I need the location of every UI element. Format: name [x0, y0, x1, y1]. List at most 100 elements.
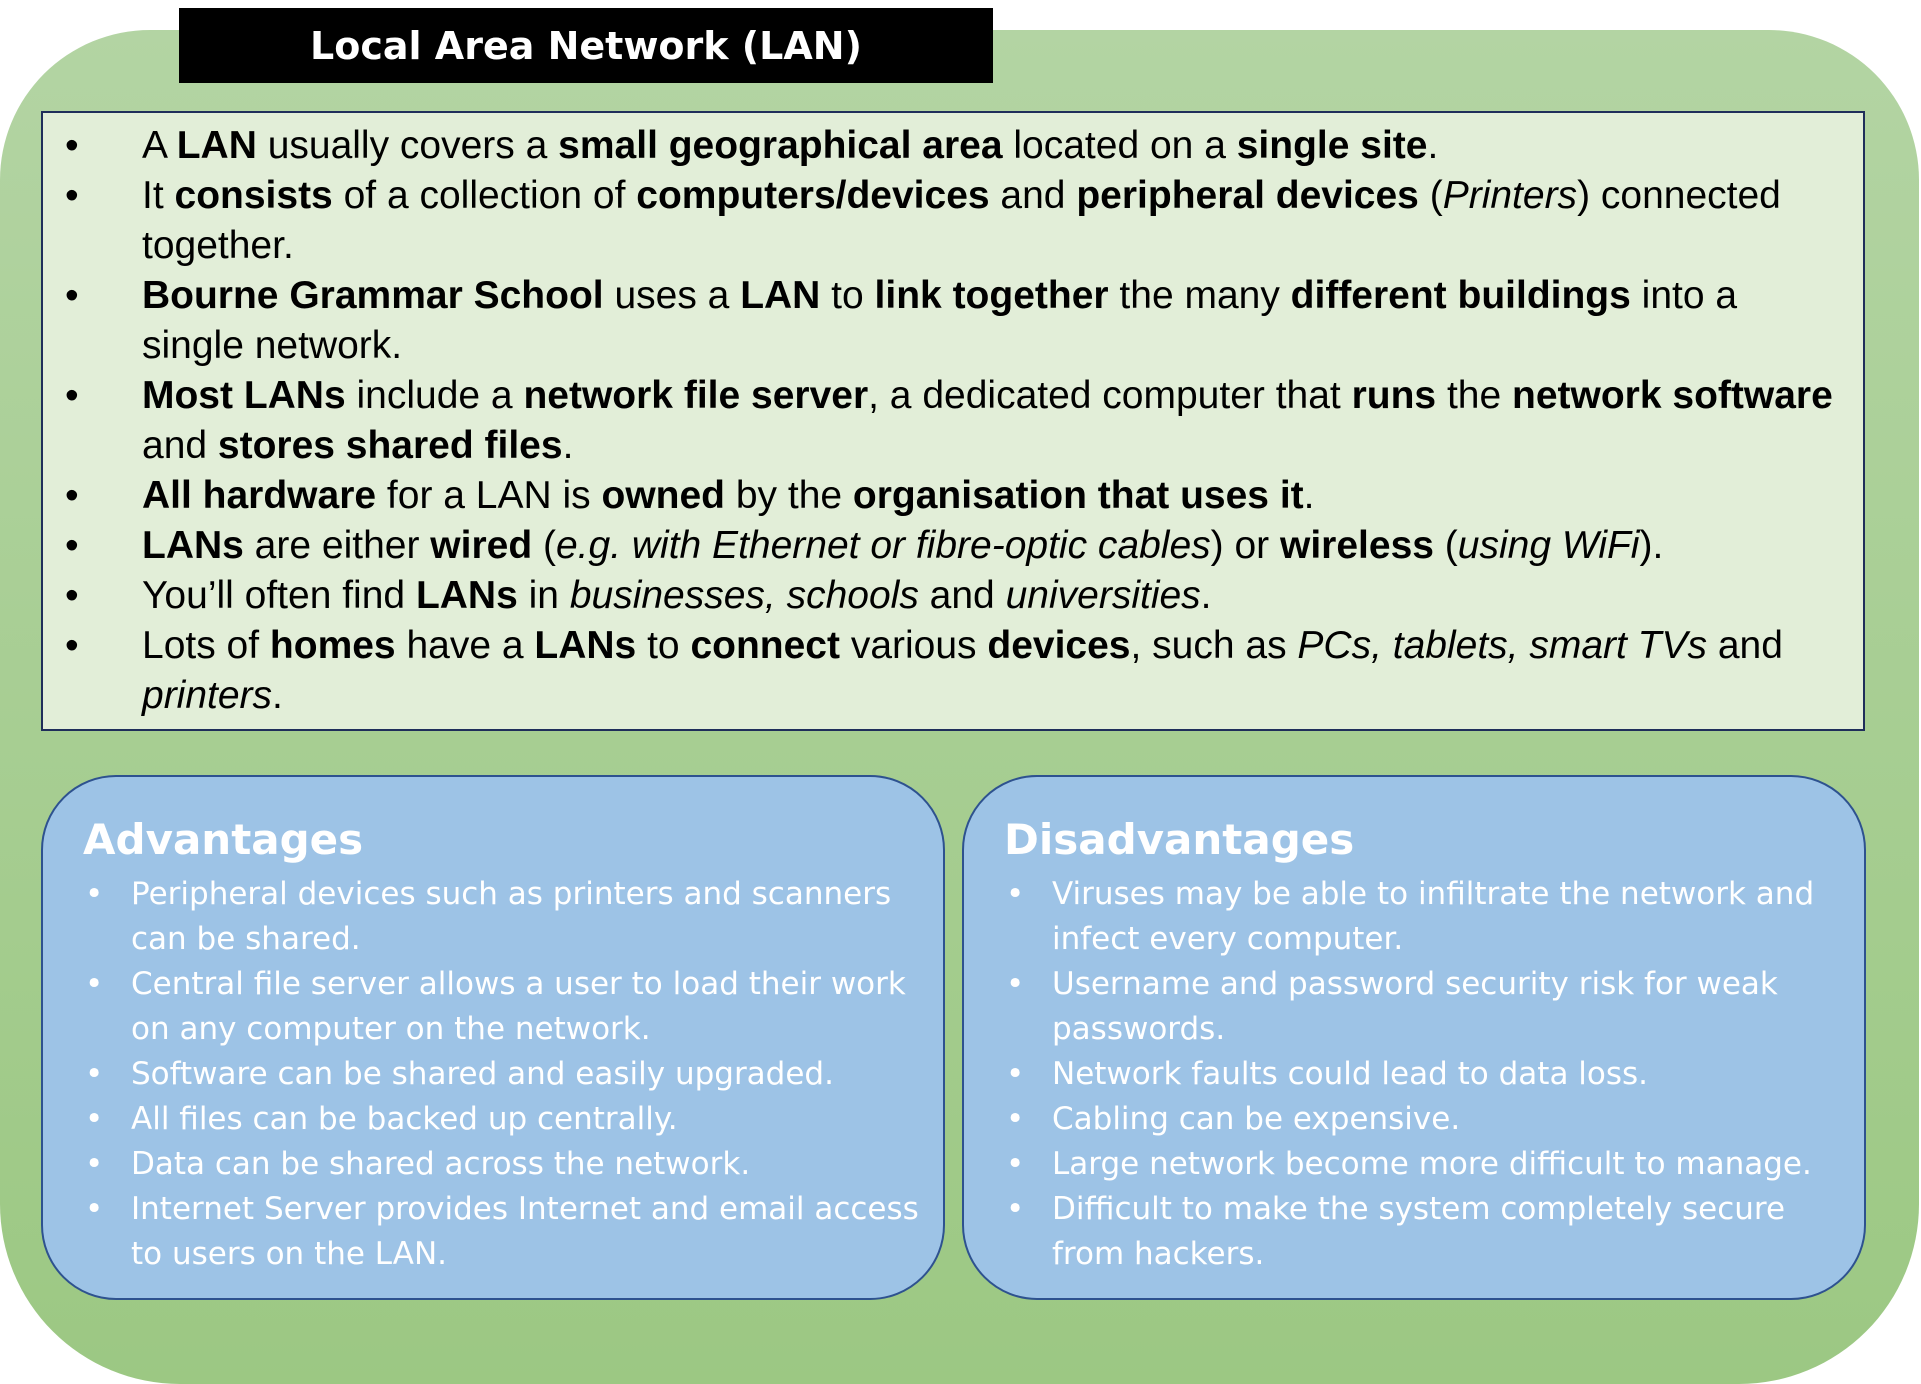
- disadvantages-item: •Network faults could lead to data loss.: [1004, 1052, 1844, 1097]
- info-list-item: •All hardware for a LAN is owned by the …: [57, 471, 1843, 521]
- info-text-run: (: [532, 524, 556, 567]
- info-text-run: computers/devices: [636, 174, 990, 217]
- info-list-item: • Most LANs include a network file server…: [57, 371, 1843, 471]
- slide-title: Local Area Network (LAN): [179, 8, 993, 83]
- info-text-run: in: [517, 574, 570, 617]
- bullet-icon: •: [85, 1146, 104, 1182]
- info-text-run: ).: [1639, 524, 1664, 567]
- bullet-icon: •: [65, 174, 79, 217]
- advantages-item: • Internet Server provides Internet and e…: [83, 1187, 923, 1277]
- info-text-run: LANs: [142, 524, 244, 567]
- info-text-run: Lots of: [142, 624, 270, 667]
- info-list-item: •It consists of a collection of computer…: [57, 171, 1843, 271]
- info-text-run: network file server: [523, 374, 869, 417]
- info-text-run: .: [272, 674, 283, 717]
- disadvantages-panel: Disadvantages •Viruses may be able to in…: [962, 775, 1866, 1300]
- info-list-item: •Lots of homes have a LANs to connect va…: [57, 621, 1843, 721]
- info-text-run: uses a: [603, 274, 741, 317]
- advantages-item-text: Peripheral devices such as printers and …: [131, 876, 892, 957]
- info-text-run: include a: [345, 374, 524, 417]
- advantages-item: • Central file server allows a user to lo…: [83, 962, 923, 1052]
- bullet-icon: •: [1006, 1146, 1025, 1182]
- info-text-run: (: [1418, 174, 1443, 217]
- info-text-run: for a LAN is: [376, 474, 602, 517]
- disadvantages-item-text: Cabling can be expensive.: [1052, 1101, 1461, 1137]
- info-text-run: into a single network.: [142, 274, 1738, 367]
- disadvantages-item-text: Large network become more difficult to m…: [1052, 1146, 1812, 1182]
- bullet-icon: •: [65, 574, 79, 617]
- info-text-run: e.g. with Ethernet or fibre-optic cables: [555, 524, 1211, 567]
- advantages-item-text: Internet Server provides Internet and em…: [131, 1191, 919, 1272]
- bullet-icon: •: [65, 124, 79, 167]
- info-text-run: connect: [690, 624, 840, 667]
- info-text-run: network software: [1512, 374, 1833, 417]
- info-text-run: to: [636, 624, 691, 667]
- info-text-run: small geographical area: [558, 124, 1003, 167]
- info-text-run: to: [820, 274, 875, 317]
- info-text-run: wired: [430, 524, 533, 567]
- info-text-run: by the: [725, 474, 853, 517]
- info-text-run: are either: [243, 524, 431, 567]
- disadvantages-item-text: Network faults could lead to data loss.: [1052, 1056, 1649, 1092]
- advantages-heading: Advantages: [83, 815, 364, 864]
- disadvantages-list: •Viruses may be able to infiltrate the n…: [1004, 872, 1844, 1277]
- info-text-run: and: [142, 424, 218, 467]
- bullet-icon: •: [65, 374, 79, 417]
- disadvantages-item: •Difficult to make the system completely…: [1004, 1187, 1844, 1277]
- disadvantages-item-text: Username and password security risk for …: [1052, 966, 1778, 1047]
- info-text-run: ) connected together.: [142, 174, 1781, 267]
- info-text-run: the: [1436, 374, 1513, 417]
- info-text-run: peripheral devices: [1076, 174, 1419, 217]
- info-text-run: LANs: [534, 624, 637, 667]
- info-text-run: different buildings: [1290, 274, 1631, 317]
- info-text-run: owned: [601, 474, 726, 517]
- info-text-run: using WiFi: [1457, 524, 1640, 567]
- info-text-run: the many: [1108, 274, 1291, 317]
- info-list-item: •A LAN usually covers a small geographic…: [57, 121, 1843, 171]
- bullet-icon: •: [85, 1191, 104, 1227]
- bullet-icon: •: [65, 274, 79, 317]
- info-text-run: .: [1200, 574, 1212, 617]
- info-text-run: and: [918, 574, 1006, 617]
- advantages-item: • All files can be backed up centrally.: [83, 1097, 923, 1142]
- info-text-run: link together: [874, 274, 1109, 317]
- info-text-run: .: [1427, 124, 1439, 167]
- info-text-run: and: [989, 174, 1077, 217]
- advantages-item: • Data can be shared across the network.: [83, 1142, 923, 1187]
- bullet-icon: •: [85, 876, 104, 912]
- info-text-run: consists: [174, 174, 333, 217]
- advantages-item-text: All files can be backed up centrally.: [131, 1101, 678, 1137]
- disadvantages-item: •Viruses may be able to infiltrate the n…: [1004, 872, 1844, 962]
- bullet-icon: •: [1006, 966, 1025, 1002]
- info-text-run: .: [562, 424, 574, 467]
- advantages-list: • Peripheral devices such as printers and…: [83, 872, 923, 1277]
- info-text-run: LANs: [415, 574, 518, 617]
- info-text-run: (: [1433, 524, 1458, 567]
- advantages-item-text: Software can be shared and easily upgrad…: [131, 1056, 834, 1092]
- info-text-run: You’ll often find: [142, 574, 416, 617]
- info-text-run: Printers: [1442, 174, 1578, 217]
- info-list-item: •Bourne Grammar School uses a LAN to lin…: [57, 271, 1843, 371]
- info-text-run: .: [1303, 474, 1315, 517]
- info-text-run: Most LANs: [142, 374, 346, 417]
- info-text-run: devices: [987, 624, 1131, 667]
- advantages-item-text: Data can be shared across the network.: [131, 1146, 751, 1182]
- lan-info-box: •A LAN usually covers a small geographic…: [41, 111, 1865, 731]
- slide-title-text: Local Area Network (LAN): [310, 23, 862, 68]
- info-text-run: have a: [395, 624, 535, 667]
- bullet-icon: •: [85, 966, 104, 1002]
- advantages-panel: Advantages • Peripheral devices such as p…: [41, 775, 945, 1300]
- info-text-run: , such as: [1130, 624, 1298, 667]
- bullet-icon: •: [65, 624, 79, 667]
- lan-info-list: •A LAN usually covers a small geographic…: [57, 121, 1843, 721]
- info-list-item: • You’ll often find LANs in businesses, s…: [57, 571, 1843, 621]
- info-text-run: LAN: [740, 274, 821, 317]
- advantages-item-text: Central file server allows a user to loa…: [131, 966, 906, 1047]
- info-text-run: and: [1707, 624, 1783, 667]
- info-text-run: businesses, schools: [569, 574, 919, 617]
- bullet-icon: •: [85, 1056, 104, 1092]
- bullet-icon: •: [1006, 1191, 1025, 1227]
- bullet-icon: •: [1006, 1101, 1025, 1137]
- info-text-run: of a collection of: [332, 174, 637, 217]
- bullet-icon: •: [85, 1101, 104, 1137]
